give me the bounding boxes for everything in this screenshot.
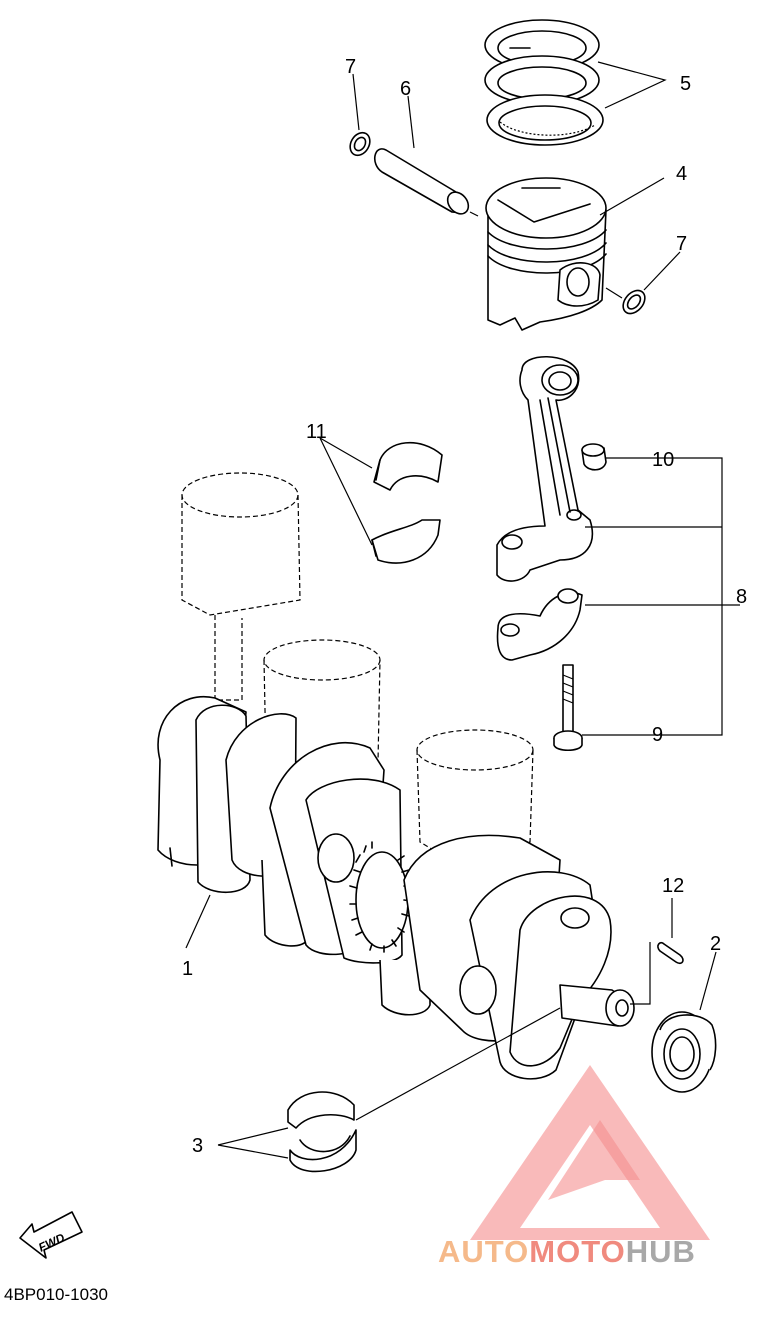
crankshaft-main-bearings: [287, 1091, 357, 1173]
callout-10: 10: [652, 449, 674, 471]
crankshaft: [157, 695, 635, 1080]
callout-2: 2: [710, 933, 721, 955]
piston-pin: [374, 148, 470, 215]
connecting-rod: [496, 355, 594, 582]
connecting-rod-cap: [496, 588, 583, 661]
piston-rings: [484, 19, 604, 146]
callout-11: 11: [306, 421, 327, 443]
callout-3: 3: [192, 1135, 203, 1157]
connecting-rod-bearing-lower: [371, 519, 441, 564]
watermark-text: AUTOMOTOHUB: [438, 1234, 696, 1269]
diagram-code: 4BP010-1030: [4, 1285, 108, 1304]
callout-5: 5: [680, 73, 691, 95]
connecting-rod-bolt: [553, 664, 583, 752]
connecting-rod-bearing-upper: [373, 441, 443, 491]
callout-7-upper: 7: [345, 56, 356, 78]
callout-9: 9: [652, 724, 663, 746]
watermark-moto: MOTO: [529, 1234, 625, 1269]
automotohub-logo: [470, 1065, 710, 1240]
piston-pin-clip-upper: [349, 131, 371, 157]
piston: [485, 177, 607, 331]
callout-12: 12: [662, 875, 684, 897]
crankshaft-gear: [349, 841, 412, 953]
watermark-auto: AUTO: [438, 1234, 529, 1269]
piston-pin-clip-lower: [622, 289, 646, 315]
watermark-hub: HUB: [626, 1234, 696, 1269]
callout-6: 6: [400, 78, 411, 100]
connecting-rod-nut: [581, 443, 607, 471]
callout-1: 1: [182, 958, 193, 980]
oil-seal: [651, 1011, 717, 1093]
callout-7-lower: 7: [676, 233, 687, 255]
forward-direction-arrow: FWD: [19, 1211, 83, 1259]
callout-4: 4: [676, 163, 687, 185]
dowel-pin: [657, 941, 684, 965]
callout-8: 8: [736, 586, 747, 608]
